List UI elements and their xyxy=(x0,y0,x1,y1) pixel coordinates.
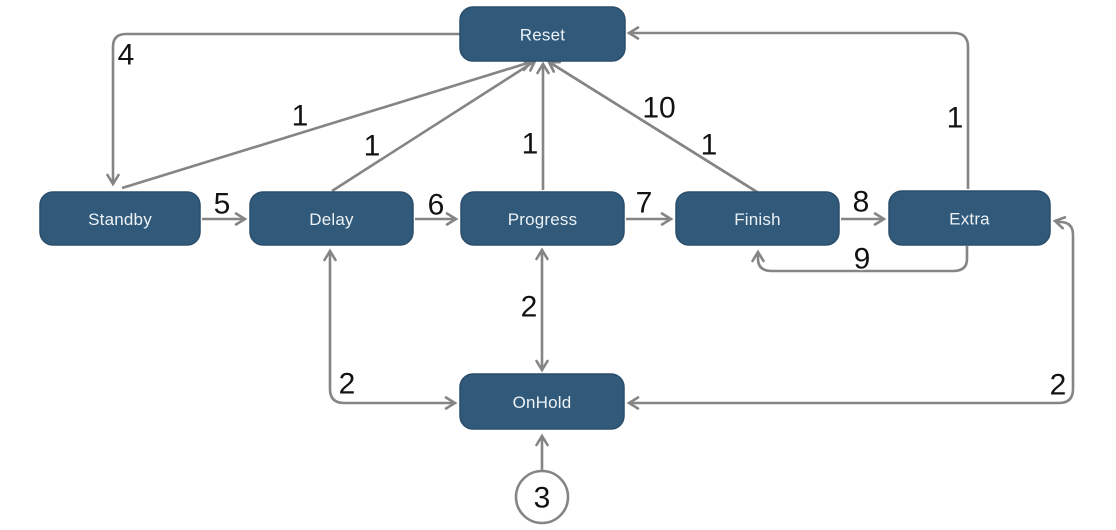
node-standby: Standby xyxy=(39,191,201,246)
node-label-onhold: OnHold xyxy=(513,393,572,412)
edge-label-onhold-progress: 2 xyxy=(521,291,538,324)
node-onhold: OnHold xyxy=(459,373,625,430)
node-box-standby xyxy=(39,191,201,246)
edge-label-extra-reset: 1 xyxy=(947,102,964,135)
edge-onhold-delay-2 xyxy=(323,248,458,410)
node-box-reset xyxy=(459,6,626,62)
node-label-progress: Progress xyxy=(508,210,578,229)
edge-label-standby-reset: 1 xyxy=(292,100,309,133)
node-label-finish: Finish xyxy=(734,210,781,229)
node-label-standby: Standby xyxy=(88,210,152,229)
edge-label-progress-reset: 1 xyxy=(522,128,539,161)
edge-standby-reset-1 xyxy=(121,58,534,190)
start-marker-label: 3 xyxy=(534,482,551,515)
edge-label-onhold-extra: 2 xyxy=(1050,369,1067,402)
edge-reset-standby-4 xyxy=(106,32,460,187)
edge-label-delay-progress: 6 xyxy=(428,189,445,222)
node-box-progress xyxy=(460,191,625,246)
edge-finish-reset-1 xyxy=(546,60,758,194)
edge-label-progress-finish: 7 xyxy=(636,187,653,220)
edge-label-reset-standby: 4 xyxy=(118,39,135,72)
node-extra: Extra xyxy=(888,190,1051,246)
node-box-extra xyxy=(888,190,1051,246)
start-circle-icon xyxy=(514,469,570,525)
node-label-reset: Reset xyxy=(520,26,565,45)
node-label-delay: Delay xyxy=(309,210,354,229)
node-progress: Progress xyxy=(460,191,625,246)
edge-onhold-extra-2 xyxy=(626,216,1075,410)
node-box-finish xyxy=(675,191,840,246)
node-delay: Delay xyxy=(249,191,414,246)
node-finish: Finish xyxy=(675,191,840,246)
edge-label-onhold-delay: 2 xyxy=(339,368,356,401)
edge-label-delay-reset: 1 xyxy=(364,130,381,163)
node-box-delay xyxy=(249,191,414,246)
node-reset: Reset xyxy=(459,6,626,62)
edge-extra-reset-1 xyxy=(626,26,970,189)
node-label-extra: Extra xyxy=(949,210,990,229)
edge-label-standby-delay: 5 xyxy=(214,188,231,221)
edge-label-finish-reset: 1 xyxy=(701,129,718,162)
edge-label-extra-finish: 9 xyxy=(854,243,871,276)
edge-label-finish-reset: 10 xyxy=(642,92,675,125)
edge-label-finish-extra: 8 xyxy=(853,186,870,219)
node-box-onhold xyxy=(459,373,625,430)
edge-delay-reset-1 xyxy=(331,59,538,193)
start-marker: 3 xyxy=(514,469,570,525)
